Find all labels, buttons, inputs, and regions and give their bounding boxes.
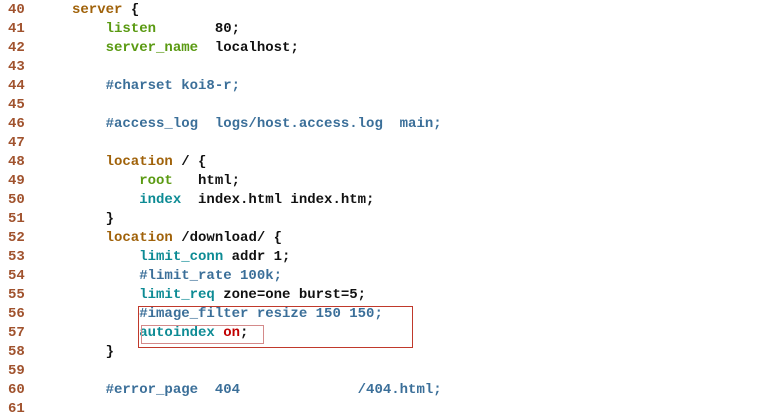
code-token: zone=one burst=5; bbox=[214, 287, 367, 303]
code-token: localhost; bbox=[198, 40, 299, 56]
code-token: #charset koi8-r; bbox=[72, 78, 241, 94]
code-token: index.html index.htm; bbox=[181, 192, 375, 208]
line-code: server { bbox=[72, 1, 139, 20]
code-token: listen bbox=[72, 21, 157, 37]
line-number: 46 bbox=[8, 116, 25, 132]
line-number: 49 bbox=[8, 173, 25, 189]
code-token: #error_page 404 /404.html; bbox=[72, 382, 442, 398]
code-token: } bbox=[72, 211, 115, 227]
line-number: 50 bbox=[8, 192, 25, 208]
code-token: #access_log logs/host.access.log main; bbox=[72, 116, 442, 132]
code-token: #image_filter resize 150 150; bbox=[72, 306, 383, 322]
code-token: limit_conn bbox=[72, 249, 224, 265]
code-token: /download/ { bbox=[172, 230, 283, 246]
line-number: 45 bbox=[8, 97, 25, 113]
code-token: server bbox=[72, 2, 123, 18]
code-token: ; bbox=[240, 325, 249, 341]
code-token: server_name bbox=[72, 40, 199, 56]
line-number: 54 bbox=[8, 268, 25, 284]
line-code: } bbox=[72, 210, 114, 229]
code-token: } bbox=[72, 344, 115, 360]
line-code: root html; bbox=[72, 172, 240, 191]
line-number: 61 bbox=[8, 401, 25, 417]
code-token: addr 1; bbox=[223, 249, 291, 265]
code-token: / { bbox=[172, 154, 207, 170]
code-token: location bbox=[72, 154, 173, 170]
line-code: #charset koi8-r; bbox=[72, 77, 240, 96]
line-code: #access_log logs/host.access.log main; bbox=[72, 115, 442, 134]
line-code: location /download/ { bbox=[72, 229, 282, 248]
line-code: index index.html index.htm; bbox=[72, 191, 374, 210]
line-number: 41 bbox=[8, 21, 25, 37]
line-code: } bbox=[72, 343, 114, 362]
code-token: on bbox=[223, 325, 241, 341]
code-token: #limit_rate 100k; bbox=[72, 268, 283, 284]
line-code: listen 80; bbox=[72, 20, 240, 39]
line-code: server_name localhost; bbox=[72, 39, 299, 58]
line-number: 51 bbox=[8, 211, 25, 227]
line-code: autoindex on; bbox=[72, 324, 248, 343]
line-code: limit_req zone=one burst=5; bbox=[72, 286, 366, 305]
line-number: 48 bbox=[8, 154, 25, 170]
line-number: 47 bbox=[8, 135, 25, 151]
code-token: limit_req bbox=[72, 287, 215, 303]
line-number: 55 bbox=[8, 287, 25, 303]
line-number: 57 bbox=[8, 325, 25, 341]
code-token: index bbox=[72, 192, 182, 208]
line-code: location / { bbox=[72, 153, 207, 172]
line-number: 43 bbox=[8, 59, 25, 75]
code-token: autoindex bbox=[72, 325, 215, 341]
line-number: 40 bbox=[8, 2, 25, 18]
line-code: #image_filter resize 150 150; bbox=[72, 305, 383, 324]
highlight-inner-box bbox=[141, 325, 264, 344]
code-token: html; bbox=[172, 173, 241, 189]
line-number: 56 bbox=[8, 306, 25, 322]
line-code: limit_conn addr 1; bbox=[72, 248, 290, 267]
line-number: 59 bbox=[8, 363, 25, 379]
code-token: { bbox=[122, 2, 140, 18]
line-number: 52 bbox=[8, 230, 25, 246]
code-token: location bbox=[72, 230, 173, 246]
line-number: 58 bbox=[8, 344, 25, 360]
line-code: #error_page 404 /404.html; bbox=[72, 381, 442, 400]
line-number: 53 bbox=[8, 249, 25, 265]
code-token: 80; bbox=[156, 21, 241, 37]
line-number: 60 bbox=[8, 382, 25, 398]
line-number: 42 bbox=[8, 40, 25, 56]
code-token: root bbox=[72, 173, 173, 189]
line-number: 44 bbox=[8, 78, 25, 94]
highlight-box bbox=[138, 306, 413, 348]
line-code: #limit_rate 100k; bbox=[72, 267, 282, 286]
